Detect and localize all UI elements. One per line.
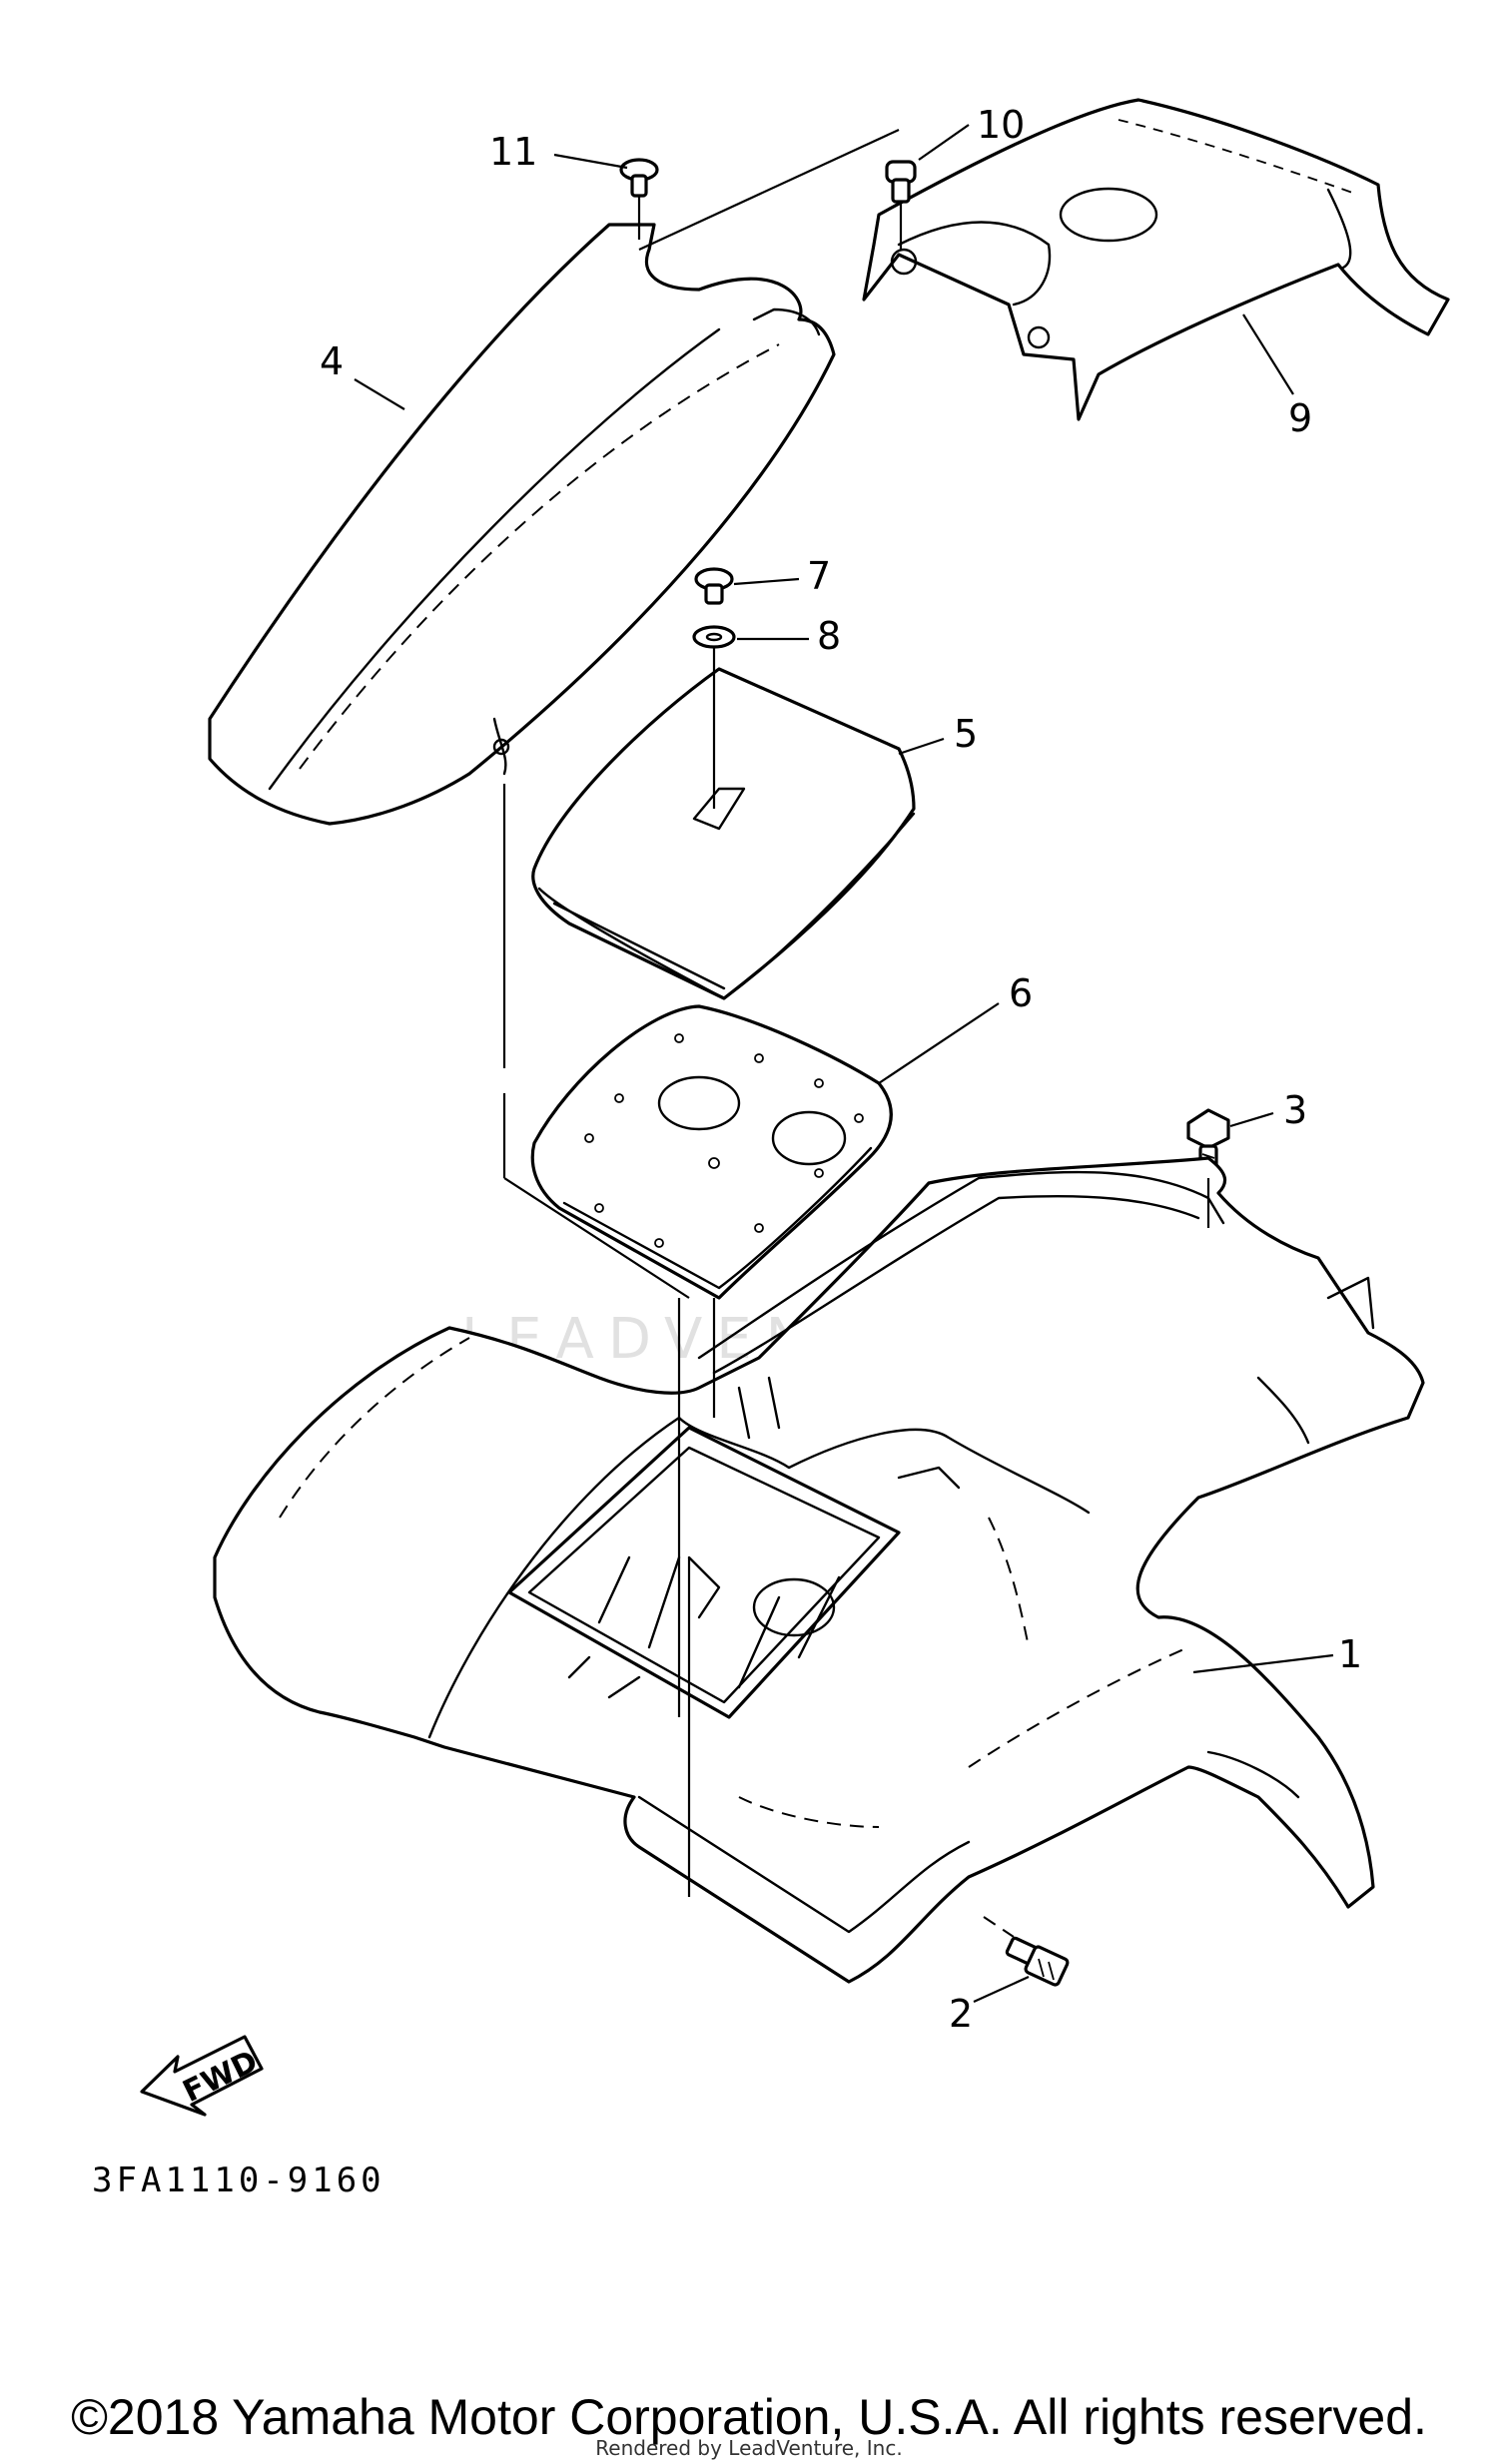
- callout-5: 5: [954, 712, 978, 756]
- part-10-screw: [885, 160, 917, 204]
- assembly-lines: [502, 129, 1210, 1938]
- part-4-fender-flap: [208, 223, 836, 826]
- part-9-rear-cover: [862, 98, 1450, 421]
- fwd-arrow: FWD: [140, 2035, 264, 2117]
- part-8-washer: [692, 625, 736, 649]
- part-5-lid: [531, 667, 916, 1000]
- part-1-rear-fender: [213, 1156, 1425, 1984]
- part-2-bolt: [1005, 1936, 1070, 1987]
- callout-2: 2: [949, 1992, 973, 2036]
- callout-6: 6: [1009, 971, 1033, 1015]
- diagram-part-code: 3FA1110-9160: [92, 2160, 385, 2200]
- part-7-bolt: [694, 567, 734, 605]
- callout-3: 3: [1283, 1088, 1307, 1132]
- callout-10: 10: [977, 103, 1025, 147]
- callout-9: 9: [1288, 396, 1312, 440]
- callout-leaders: [354, 124, 1334, 2004]
- part-6-plate: [530, 1004, 893, 1300]
- callout-8: 8: [817, 614, 841, 658]
- callouts: 1 2 3 4 5 6 7 8 9 10 11: [320, 103, 1362, 2036]
- copyright-notice: ©2018 Yamaha Motor Corporation, U.S.A. A…: [71, 2389, 1427, 2445]
- part-11-screw: [619, 158, 659, 198]
- callout-4: 4: [320, 339, 344, 383]
- callout-7: 7: [807, 554, 831, 598]
- callout-11: 11: [489, 130, 537, 174]
- callout-1: 1: [1338, 1632, 1362, 1676]
- render-credit: Rendered by LeadVenture, Inc.: [595, 2436, 903, 2460]
